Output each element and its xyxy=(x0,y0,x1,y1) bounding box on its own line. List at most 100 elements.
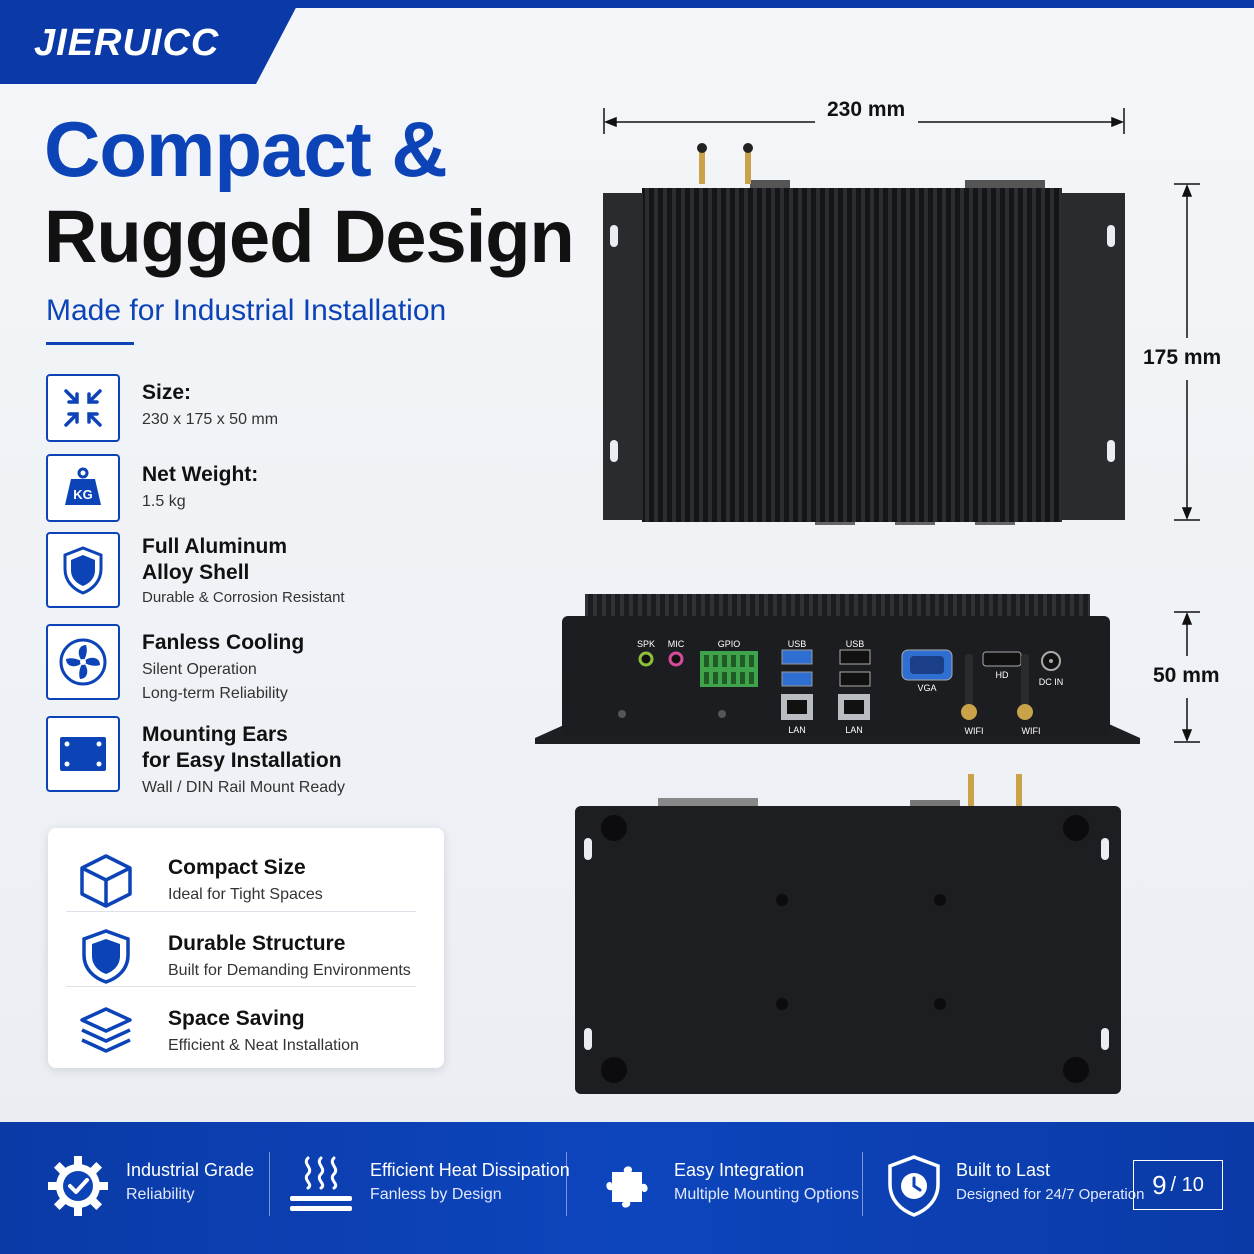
footer-feature-heat: Efficient Heat Dissipation Fanless by De… xyxy=(288,1122,570,1254)
footer-integration-desc: Multiple Mounting Options xyxy=(674,1186,859,1203)
spec-shell-desc: Durable & Corrosion Resistant xyxy=(142,589,345,606)
benefit-divider xyxy=(66,911,416,912)
footer-divider xyxy=(269,1152,270,1216)
device-bottom-view xyxy=(575,774,1121,1094)
kg-weight-icon: KG xyxy=(46,454,120,522)
spec-cooling-desc-2: Long-term Reliability xyxy=(142,685,288,702)
compress-arrows-icon xyxy=(46,374,120,442)
brand-logo: JIERUICC xyxy=(34,22,220,64)
benefit-space-desc: Efficient & Neat Installation xyxy=(168,1037,359,1054)
dimension-height: 50 mm xyxy=(1153,664,1220,687)
benefit-durable-desc: Built for Demanding Environments xyxy=(168,962,411,979)
footer-built-desc: Designed for 24/7 Operation xyxy=(956,1186,1145,1203)
benefit-space-title: Space Saving xyxy=(168,1007,305,1030)
dc-jack-icon xyxy=(1041,651,1061,671)
device-top-view xyxy=(603,143,1125,525)
benefit-compact: Compact Size Ideal for Tight Spaces xyxy=(48,836,444,911)
spec-weight-title: Net Weight: xyxy=(142,463,259,486)
port-label-wifi-2: WIFI xyxy=(1022,726,1041,736)
footer-heat-title: Efficient Heat Dissipation xyxy=(370,1160,570,1180)
headline-subtitle: Made for Industrial Installation xyxy=(46,294,447,327)
spec-cooling-title: Fanless Cooling xyxy=(142,631,305,654)
spec-shell: Full Aluminum Alloy Shell Durable & Corr… xyxy=(46,532,546,608)
vga-port-icon xyxy=(901,649,953,681)
benefit-compact-title: Compact Size xyxy=(168,856,306,879)
hdmi-port-icon xyxy=(982,651,1022,667)
port-label-hd: HD xyxy=(996,670,1009,680)
antenna-icon xyxy=(968,774,1022,806)
puzzle-icon xyxy=(606,1166,648,1208)
usb-port-icon xyxy=(781,649,871,687)
shield-clock-icon xyxy=(888,1155,940,1217)
headline-line-1: Compact & xyxy=(44,105,448,193)
port-label-dcin: DC IN xyxy=(1039,677,1064,687)
footer-integration-title: Easy Integration xyxy=(674,1160,805,1180)
feature-footer: Industrial Grade Reliability Efficient H… xyxy=(0,1122,1254,1254)
benefit-compact-desc: Ideal for Tight Spaces xyxy=(168,886,323,903)
spec-size-value: 230 x 175 x 50 mm xyxy=(142,411,279,428)
footer-feature-industrial: Industrial Grade Reliability xyxy=(46,1122,266,1254)
port-label-spk: SPK xyxy=(637,639,655,649)
dimension-width: 230 mm xyxy=(827,98,906,121)
port-label-lan-2: LAN xyxy=(845,725,863,735)
benefit-durable-title: Durable Structure xyxy=(168,932,346,955)
gear-check-icon xyxy=(48,1156,108,1216)
spec-mounting-title-1: Mounting Ears xyxy=(142,723,288,746)
footer-feature-integration: Easy Integration Multiple Mounting Optio… xyxy=(600,1122,859,1254)
dimension-width-line xyxy=(603,108,1125,134)
spec-weight: KG Net Weight: 1.5 kg xyxy=(46,454,546,522)
port-label-lan-1: LAN xyxy=(788,725,806,735)
port-label-wifi-1: WIFI xyxy=(965,726,984,736)
spec-mounting-desc: Wall / DIN Rail Mount Ready xyxy=(142,779,346,796)
gpio-terminal-icon xyxy=(700,651,758,687)
footer-heat-desc: Fanless by Design xyxy=(370,1186,502,1203)
spec-size-title: Size: xyxy=(142,381,192,404)
benefits-card: Compact Size Ideal for Tight Spaces Dura… xyxy=(48,828,444,1068)
page-total: / 10 xyxy=(1170,1173,1204,1196)
benefit-divider xyxy=(66,986,416,987)
fan-icon xyxy=(46,624,120,700)
spec-cooling: Fanless Cooling Silent Operation Long-te… xyxy=(46,624,546,702)
page-indicator: 9 / 10 xyxy=(1133,1160,1223,1210)
dimension-height-line xyxy=(1174,611,1200,743)
spec-shell-title-1: Full Aluminum xyxy=(142,535,288,558)
svg-text:KG: KG xyxy=(73,487,93,502)
subtitle-underline xyxy=(46,342,134,345)
audio-jack-icon xyxy=(638,651,684,667)
top-accent-bar xyxy=(0,0,1254,8)
headline-line-2: Rugged Design xyxy=(44,195,575,278)
spec-cooling-desc-1: Silent Operation xyxy=(142,661,257,678)
footer-feature-built: Built to Last Designed for 24/7 Operatio… xyxy=(886,1122,1144,1254)
antenna-icon xyxy=(961,654,1033,720)
brand-tab xyxy=(0,0,300,84)
spec-mounting-title-2: for Easy Installation xyxy=(142,749,342,772)
port-label-mic: MIC xyxy=(668,639,685,649)
mounting-plate-icon xyxy=(46,716,120,792)
footer-built-title: Built to Last xyxy=(956,1160,1051,1180)
footer-divider xyxy=(566,1152,567,1216)
heat-waves-icon xyxy=(290,1156,352,1211)
port-label-vga: VGA xyxy=(917,683,936,693)
spec-shell-title-2: Alloy Shell xyxy=(142,561,250,584)
shield-icon xyxy=(82,929,130,984)
benefit-space: Space Saving Efficient & Neat Installati… xyxy=(48,987,444,1062)
lan-port-icon xyxy=(781,694,870,720)
antenna-icon xyxy=(697,143,753,184)
spec-size: Size: 230 x 175 x 50 mm xyxy=(46,374,546,442)
spec-mounting: Mounting Ears for Easy Installation Wall… xyxy=(46,716,546,796)
shield-icon xyxy=(46,532,120,608)
port-label-usb-2: USB xyxy=(846,639,865,649)
layers-icon xyxy=(80,1007,132,1053)
footer-industrial-title: Industrial Grade xyxy=(126,1160,255,1180)
device-front-view: SPK MIC GPIO USB USB VGA HD DC IN LAN LA… xyxy=(535,594,1140,744)
benefit-durable: Durable Structure Built for Demanding En… xyxy=(48,912,444,987)
port-label-usb-1: USB xyxy=(788,639,807,649)
cube-icon xyxy=(80,854,132,908)
footer-industrial-desc: Reliability xyxy=(126,1186,195,1203)
page-current: 9 xyxy=(1152,1169,1167,1200)
spec-weight-value: 1.5 kg xyxy=(142,493,186,510)
port-label-gpio: GPIO xyxy=(718,639,741,649)
dimension-depth-line xyxy=(1174,183,1200,521)
footer-divider xyxy=(862,1152,863,1216)
dimension-depth: 175 mm xyxy=(1143,346,1222,369)
